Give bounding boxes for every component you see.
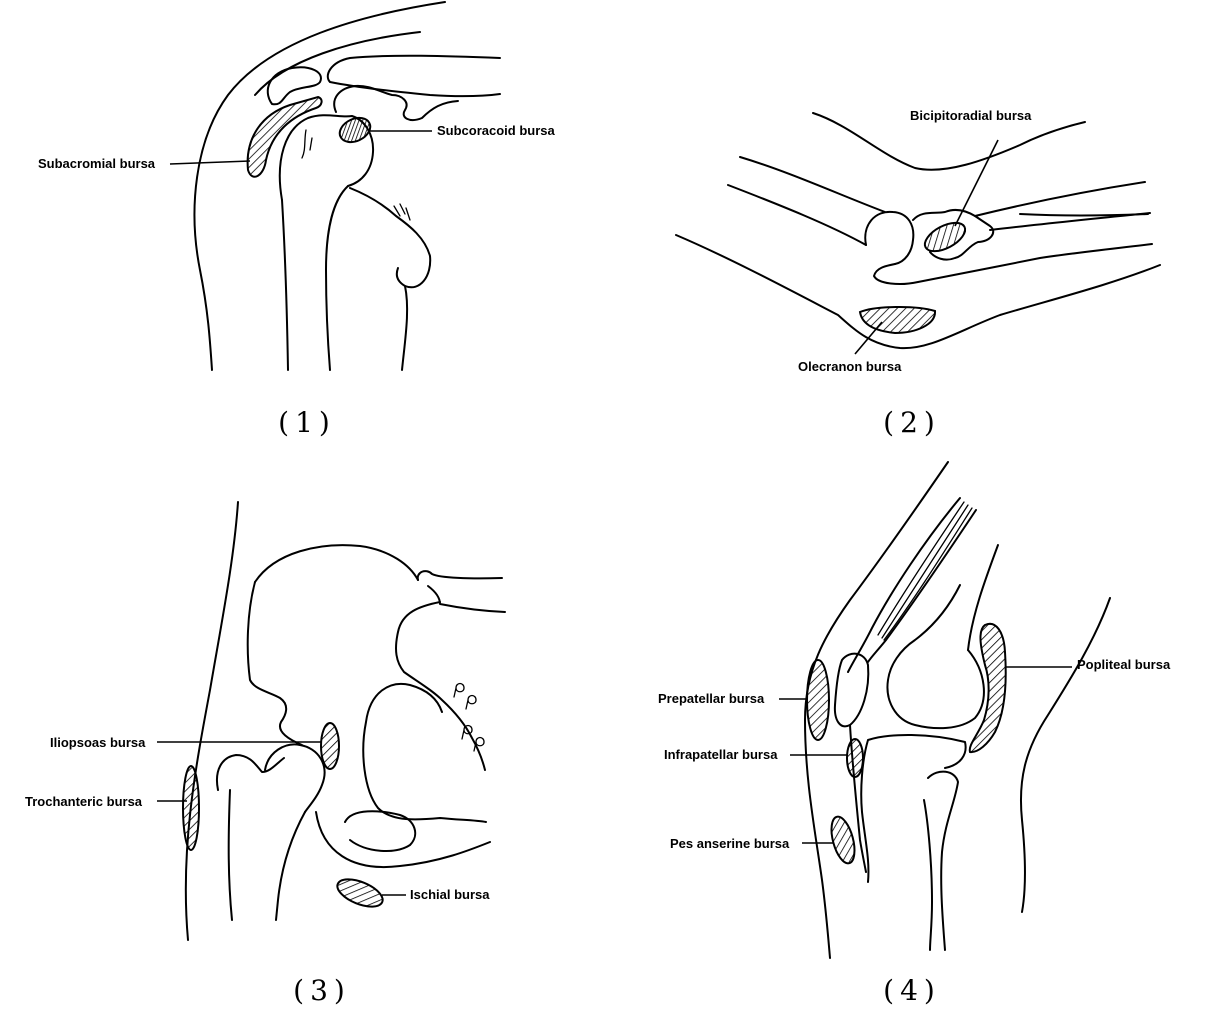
posterior-thigh-line	[967, 544, 999, 651]
trochanteric-label: Trochanteric bursa	[25, 794, 143, 809]
subacromial-bursa	[246, 95, 323, 178]
posterior-leg-outline	[1019, 597, 1111, 913]
obturator-foramen	[362, 682, 487, 823]
panel-2-caption: (2)	[883, 406, 941, 439]
humerus-shaft	[281, 185, 349, 371]
iliopsoas-label: Iliopsoas bursa	[50, 735, 146, 750]
ulna-outline	[873, 243, 1153, 285]
panel-1-caption: (1)	[278, 406, 336, 439]
humeral-head	[278, 114, 375, 201]
torso-line	[401, 285, 409, 371]
panel-hip: Iliopsoas bursa Trochanteric bursa Ischi…	[25, 501, 506, 1007]
quadriceps-tendon	[847, 497, 977, 673]
ischial-bursa	[336, 878, 384, 908]
femur-shaft	[227, 789, 306, 921]
fibula	[923, 770, 959, 951]
bicipitoradial-bursa	[923, 221, 967, 253]
humeral-trochlea	[864, 210, 915, 265]
ischial-label: Ischial bursa	[410, 887, 490, 902]
clavicle	[326, 54, 501, 98]
bicipitoradial-label: Bicipitoradial bursa	[910, 108, 1032, 123]
pes-anserine-bursa	[830, 815, 856, 865]
tibia	[860, 734, 967, 883]
hip-skin-outline	[184, 501, 239, 941]
pes-anserine-label: Pes anserine bursa	[670, 836, 790, 851]
subcoracoid-label: Subcoracoid bursa	[437, 123, 556, 138]
panel-4-caption: (4)	[883, 974, 941, 1007]
forearm-muscle-line	[1019, 213, 1149, 217]
popliteal-label: Popliteal bursa	[1077, 657, 1171, 672]
subcoracoid-bursa	[338, 116, 372, 144]
femoral-condyle	[886, 584, 985, 730]
arm-bottom-outline	[675, 234, 1161, 350]
panel-3-caption: (3)	[293, 974, 351, 1007]
infrapatellar-bursa	[846, 738, 864, 778]
trochanteric-bursa	[182, 765, 200, 851]
subacromial-label: Subacromial bursa	[38, 156, 156, 171]
ilium-left-border	[246, 581, 303, 746]
subacromial-leader	[169, 160, 251, 165]
bicipitoradial-leader	[954, 139, 999, 227]
coracoid-process	[333, 84, 459, 121]
sacral-bar	[416, 570, 506, 613]
greater-trochanter	[216, 754, 285, 791]
axilla-hair-marks	[393, 203, 411, 221]
arm-top-outline	[812, 112, 1086, 171]
olecranon-label: Olecranon bursa	[798, 359, 902, 374]
popliteal-bursa	[968, 622, 1007, 754]
deltoid-inner-line	[254, 31, 421, 96]
prepatellar-label: Prepatellar bursa	[658, 691, 765, 706]
radius-upper-line	[974, 181, 1146, 217]
olecranon-leader	[854, 321, 883, 355]
prepatellar-bursa	[806, 659, 830, 741]
ischial-ring	[344, 810, 417, 852]
sacral-foramina-marks	[453, 682, 485, 752]
panel-shoulder: Subacromial bursa Subcoracoid bursa (1)	[38, 1, 556, 439]
sacroiliac-border	[395, 601, 486, 771]
ischium-lower-curve	[315, 811, 491, 868]
panel-knee: Popliteal bursa Prepatellar bursa Infrap…	[658, 461, 1171, 1007]
tendon-fibers	[877, 501, 973, 641]
olecranon-bursa	[858, 305, 937, 335]
humerus-upper-line	[739, 156, 886, 213]
acromion	[266, 66, 322, 106]
lesser-tuberosity-marks	[301, 129, 313, 159]
iliopsoas-bursa	[320, 722, 340, 770]
panel-elbow: Bicipitoradial bursa Olecranon bursa (2)	[675, 108, 1161, 439]
femoral-head	[264, 743, 326, 813]
iliac-crest	[254, 544, 419, 583]
humerus-lower-line	[727, 184, 867, 246]
shoulder-skin-outline	[193, 1, 446, 371]
infrapatellar-label: Infrapatellar bursa	[664, 747, 778, 762]
radial-head	[912, 208, 995, 261]
knee-front-outline	[804, 461, 949, 959]
axilla-outline	[349, 187, 432, 289]
